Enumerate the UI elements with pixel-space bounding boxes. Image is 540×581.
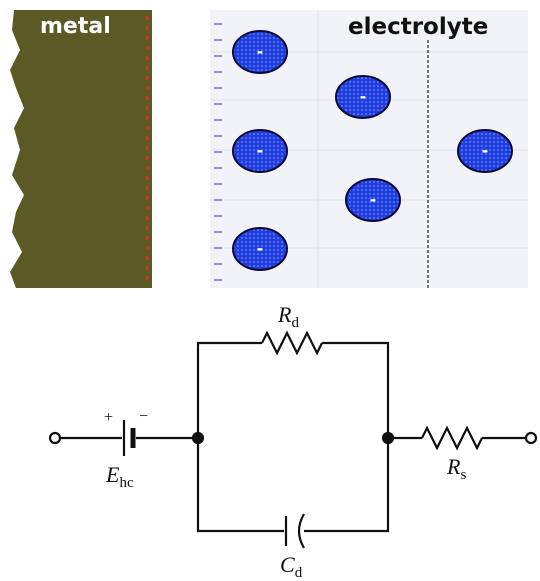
ion: - — [335, 75, 391, 119]
ion: - — [232, 129, 288, 173]
surface-charge-dot — [146, 216, 149, 220]
surface-charge-dot — [146, 56, 149, 60]
battery-symbol — [122, 420, 136, 456]
surface-charge-dot — [146, 226, 149, 230]
surface-charge-dot — [146, 206, 149, 210]
surface-charge-dot — [146, 156, 149, 160]
surface-charge-dot — [146, 136, 149, 140]
surface-charge-dot — [146, 276, 149, 280]
resistor-rd-symbol — [261, 330, 323, 356]
ehc-label: Ehc — [105, 462, 134, 491]
metal-surface-charges — [146, 16, 149, 280]
ion: - — [457, 129, 513, 173]
wire — [304, 438, 390, 533]
left-terminal — [48, 431, 62, 445]
surface-charge-dot — [146, 96, 149, 100]
surface-charge-dot — [146, 186, 149, 190]
battery-minus-sign: − — [139, 408, 148, 425]
wire — [322, 341, 390, 438]
metal-label: metal — [40, 14, 111, 39]
equivalent-circuit — [48, 330, 538, 549]
ion-charge: - — [257, 42, 264, 61]
surface-charge-dot — [146, 116, 149, 120]
cd-label: Cd — [280, 552, 303, 581]
surface-charge-dot — [146, 176, 149, 180]
wire — [196, 438, 284, 533]
metal-electrolyte-panel: metal electrolyte - - - - - — [10, 10, 528, 288]
electrolyte-label: electrolyte — [348, 14, 488, 40]
surface-charge-dot — [146, 196, 149, 200]
surface-charge-dot — [146, 46, 149, 50]
surface-charge-dot — [146, 126, 149, 130]
ion: - — [345, 178, 401, 222]
surface-charge-dot — [146, 246, 149, 250]
surface-charge-dot — [146, 76, 149, 80]
surface-charge-dot — [146, 266, 149, 270]
surface-charge-dot — [146, 106, 149, 110]
surface-charge-dot — [146, 236, 149, 240]
surface-charge-dot — [146, 36, 149, 40]
resistor-rs-symbol — [421, 425, 483, 451]
electrolyte-tick-marks — [214, 23, 222, 281]
surface-charge-dot — [146, 86, 149, 90]
ion-charge: - — [482, 141, 489, 160]
surface-charge-dot — [146, 256, 149, 260]
battery-plus-sign: + — [104, 409, 113, 426]
ion: - — [232, 30, 288, 74]
ion: - — [232, 227, 288, 271]
wire — [196, 341, 262, 438]
rd-label: Rd — [277, 302, 299, 331]
ion-charge: - — [257, 239, 264, 258]
ion-charge: - — [370, 190, 377, 209]
capacitor-cd-symbol — [284, 513, 305, 549]
right-terminal — [524, 431, 538, 445]
rs-label: Rs — [446, 454, 466, 483]
surface-charge-dot — [146, 66, 149, 70]
surface-charge-dot — [146, 146, 149, 150]
surface-charge-dot — [146, 166, 149, 170]
circuit-labels: Rd Cd Ehc + − Rs — [104, 302, 466, 581]
ion-charge: - — [360, 87, 367, 106]
surface-charge-dot — [146, 16, 149, 20]
surface-charge-dot — [146, 26, 149, 30]
metal-electrode — [10, 10, 152, 288]
ion-charge: - — [257, 141, 264, 160]
